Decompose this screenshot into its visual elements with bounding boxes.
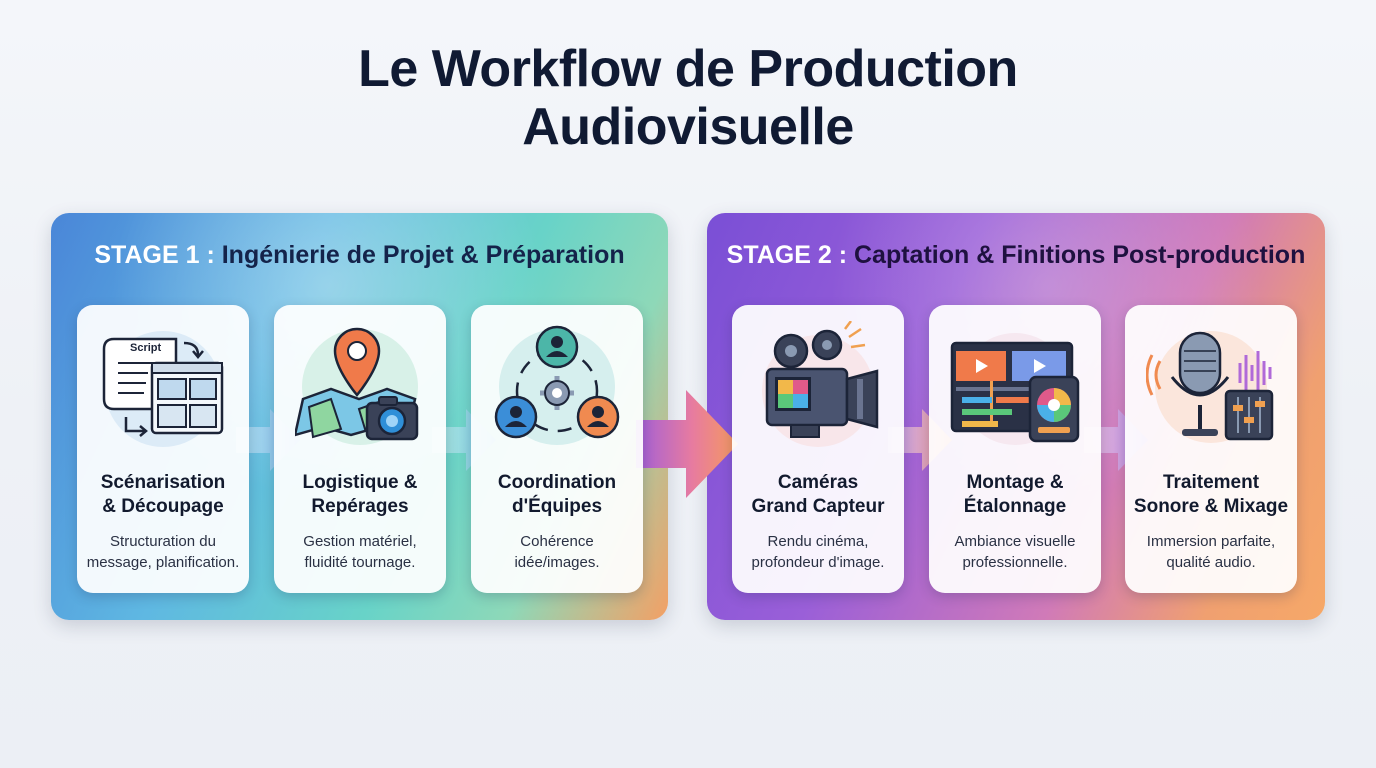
card-title-line1: Montage & <box>966 472 1064 493</box>
card-title: Caméras Grand Capteur <box>738 471 898 519</box>
card-desc-line1: Cohérence <box>520 533 594 550</box>
card-description: Cohérence idée/images. <box>475 531 639 573</box>
card-description: Structuration du message, planification. <box>81 531 245 573</box>
card-title-line1: Logistique & <box>302 472 418 493</box>
stage-1-separator: : <box>206 241 215 269</box>
page-title-line1: Le Workflow de Production <box>358 40 1018 98</box>
card-montage: Montage & Étalonnage Ambiance visuelle p… <box>929 305 1101 593</box>
arrow-stage-transition <box>636 390 738 498</box>
script-label: Script <box>130 342 162 354</box>
stage-1-title: STAGE 1 : Ingénierie de Projet & Prépara… <box>51 241 668 270</box>
card-title-line1: Traitement <box>1162 472 1260 493</box>
card-desc-line1: Ambiance visuelle <box>954 533 1076 550</box>
card-title-line1: Scénarisation <box>100 472 226 493</box>
editing-color-grading-icon <box>950 321 1080 451</box>
card-title: Montage & Étalonnage <box>935 471 1095 519</box>
card-title-line2: Étalonnage <box>963 496 1067 517</box>
card-description: Rendu cinéma, profondeur d'image. <box>736 531 900 573</box>
page-title: Le Workflow de Production Audiovisuelle <box>0 40 1376 156</box>
card-desc-line2: idée/images. <box>514 554 600 571</box>
card-description: Ambiance visuelle professionnelle. <box>933 531 1097 573</box>
card-title-line2: d'Équipes <box>511 496 603 517</box>
card-title: Logistique & Repérages <box>280 471 440 519</box>
card-description: Gestion matériel, fluidité tournage. <box>278 531 442 573</box>
card-title: Scénarisation & Découpage <box>83 471 243 519</box>
script-storyboard-icon: Script <box>98 321 228 451</box>
card-desc-line1: Immersion parfaite, <box>1146 533 1276 550</box>
card-title-line2: Grand Capteur <box>751 496 885 517</box>
card-desc-line1: Gestion matériel, <box>303 533 417 550</box>
card-desc-line2: fluidité tournage. <box>304 554 416 571</box>
card-coordination: Coordination d'Équipes Cohérence idée/im… <box>471 305 643 593</box>
card-desc-line1: Structuration du <box>110 533 216 550</box>
card-title: Coordination d'Équipes <box>477 471 637 519</box>
stage-2-label: STAGE 2 <box>726 241 832 269</box>
cinema-camera-icon <box>753 321 883 451</box>
stage-2-title: STAGE 2 : Captation & Finitions Post-pro… <box>707 241 1325 270</box>
map-camera-icon <box>295 321 425 451</box>
card-desc-line2: qualité audio. <box>1166 554 1256 571</box>
card-title-line2: Sonore & Mixage <box>1133 496 1289 517</box>
card-desc-line1: Rendu cinéma, <box>767 533 869 550</box>
stage-1-label: STAGE 1 <box>94 241 200 269</box>
card-scenarisation: Script Scénarisation & Découpage Structu… <box>77 305 249 593</box>
page-title-line2: Audiovisuelle <box>522 98 854 156</box>
card-desc-line2: profondeur d'image. <box>751 554 885 571</box>
card-logistique: Logistique & Repérages Gestion matériel,… <box>274 305 446 593</box>
card-title: Traitement Sonore & Mixage <box>1131 471 1291 519</box>
card-cameras: Caméras Grand Capteur Rendu cinéma, prof… <box>732 305 904 593</box>
card-title-line1: Coordination <box>497 472 617 493</box>
card-title-line2: Repérages <box>311 496 409 517</box>
card-title-line2: & Découpage <box>102 496 224 517</box>
stage-1-name: Ingénierie de Projet & Préparation <box>221 241 625 269</box>
team-coordination-icon <box>492 321 622 451</box>
card-desc-line2: message, planification. <box>86 554 240 571</box>
card-desc-line2: professionnelle. <box>962 554 1068 571</box>
stage-2-separator: : <box>838 241 848 269</box>
card-description: Immersion parfaite, qualité audio. <box>1129 531 1293 573</box>
card-title-line1: Caméras <box>777 472 859 493</box>
stage-2-name: Captation & Finitions Post-production <box>854 241 1306 269</box>
microphone-mixer-icon <box>1146 321 1276 451</box>
card-traitement-sonore: Traitement Sonore & Mixage Immersion par… <box>1125 305 1297 593</box>
